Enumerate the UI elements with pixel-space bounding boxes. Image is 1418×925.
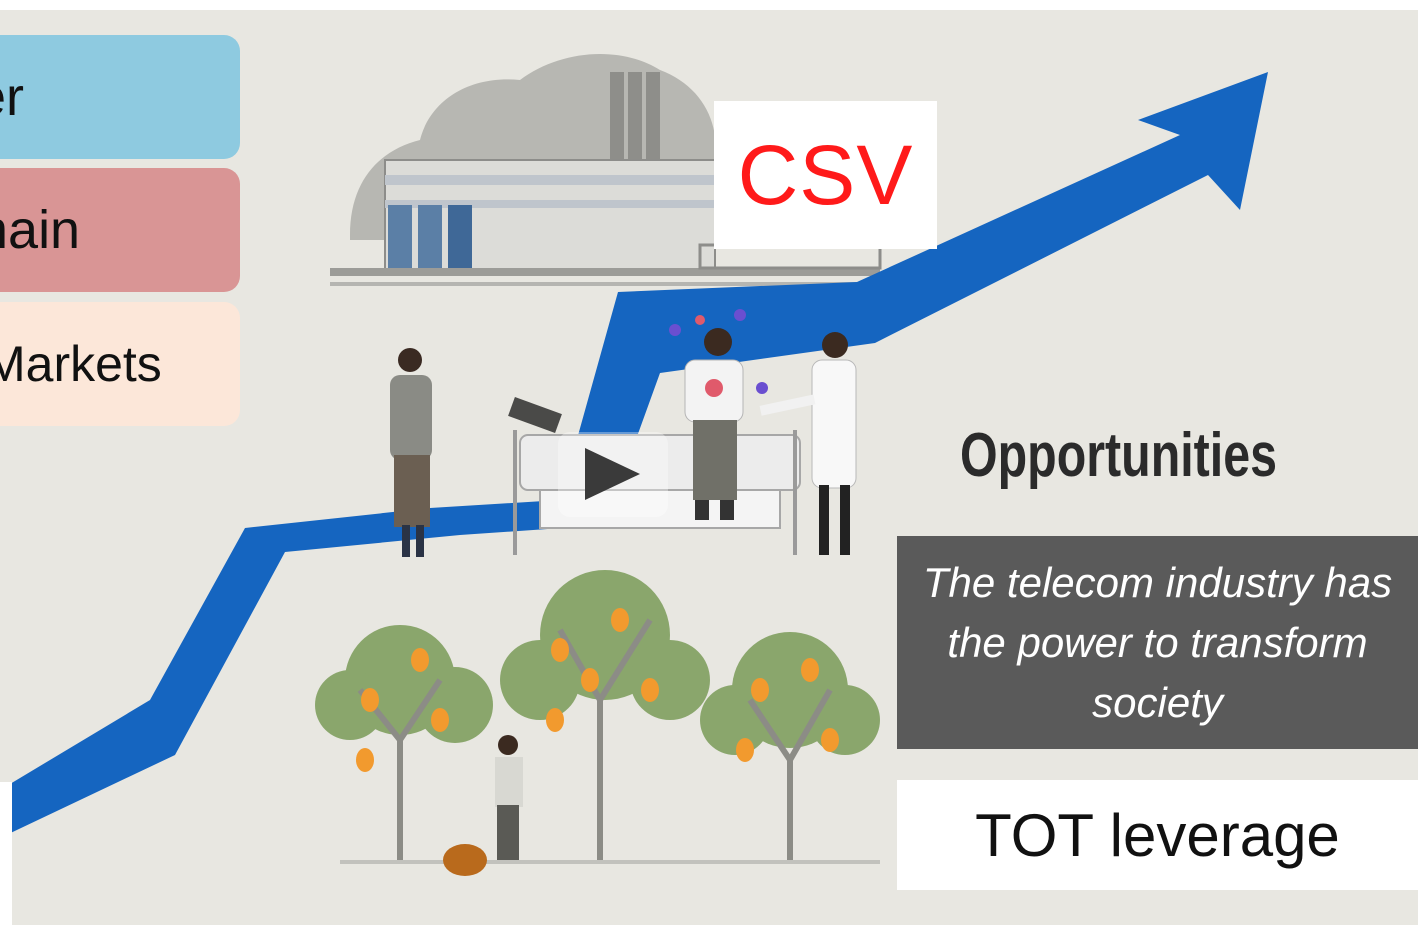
patient-illustration xyxy=(669,309,768,520)
csv-box: CSV xyxy=(714,101,937,249)
opportunities-heading: Opportunities xyxy=(960,421,1278,490)
quote-box: The telecom industry has the power to tr… xyxy=(897,536,1418,749)
label-3-text: Markets xyxy=(0,336,162,392)
left-edge-panel xyxy=(0,782,12,925)
label-2: hain xyxy=(0,168,240,292)
doctor-illustration xyxy=(759,332,857,555)
person-illustration xyxy=(390,348,432,557)
fruit-tree-illustration xyxy=(315,570,880,876)
label-1-text: er xyxy=(0,67,25,127)
tot-box: TOT leverage xyxy=(897,780,1418,890)
label-2-text: hain xyxy=(0,200,81,260)
growth-arrow xyxy=(0,72,1268,838)
quote-text: The telecom industry has the power to tr… xyxy=(922,558,1393,726)
play-icon[interactable] xyxy=(558,432,668,517)
csv-label: CSV xyxy=(737,127,914,222)
label-1: er xyxy=(0,35,240,159)
label-3: Markets xyxy=(0,302,240,426)
factory-illustration xyxy=(330,53,882,286)
tot-label: TOT leverage xyxy=(975,801,1340,869)
